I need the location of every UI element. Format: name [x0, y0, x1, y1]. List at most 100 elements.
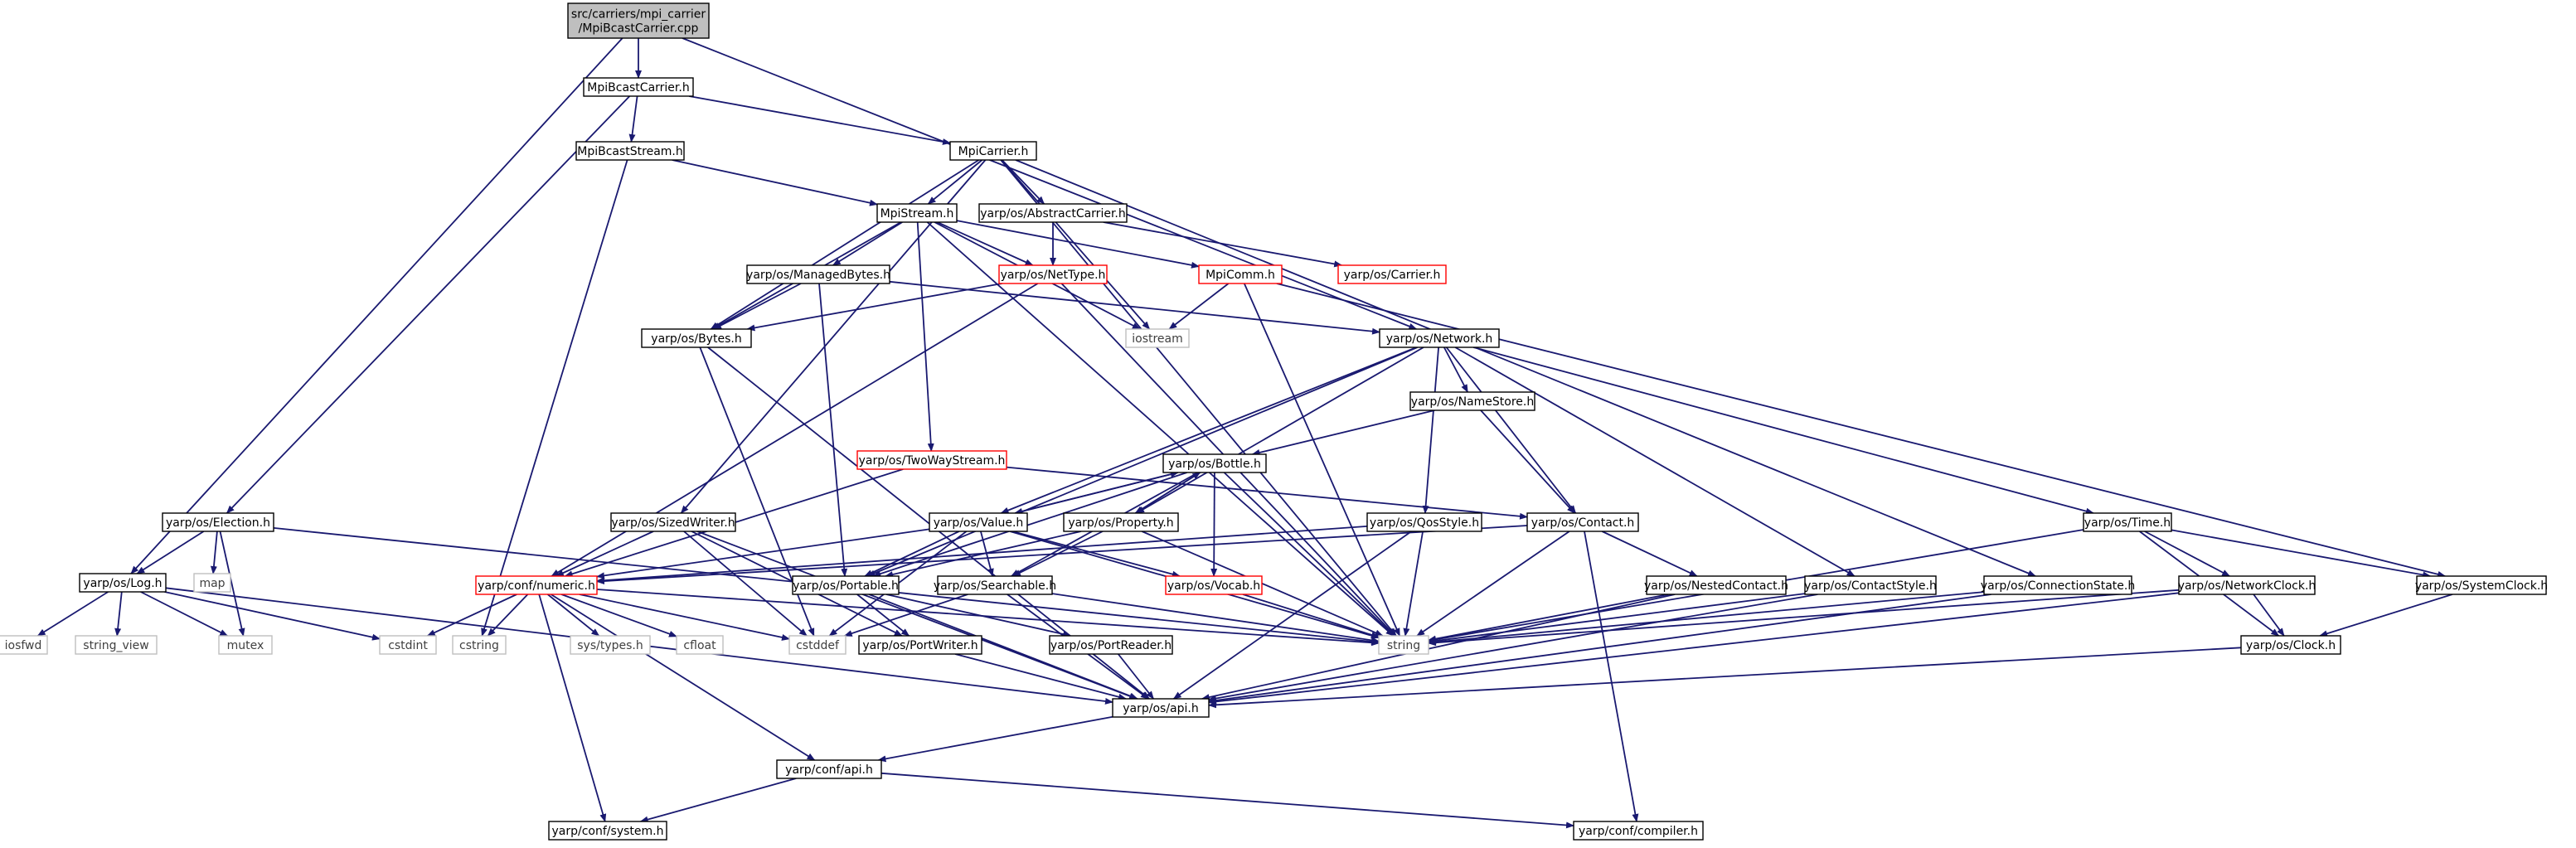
edge-time-to-systemclock — [2171, 529, 2432, 579]
node-vocab[interactable]: yarp/os/Vocab.h — [1165, 575, 1263, 595]
edge-connectionstate-to-string — [1428, 591, 1985, 646]
node-cstdint: cstdint — [379, 635, 437, 655]
node-box-mpibcastcarrier — [583, 77, 694, 97]
edge-numeric-to-string — [596, 589, 1380, 647]
node-abstractcarrier[interactable]: yarp/os/AbstractCarrier.h — [978, 203, 1128, 223]
edge-bottle-to-string — [1223, 472, 1395, 637]
node-portwriter[interactable]: yarp/os/PortWriter.h — [858, 635, 982, 655]
node-box-compiler — [1573, 821, 1704, 841]
edge-vocab-to-string — [1242, 594, 1380, 638]
edge-mpicomm-to-string — [1243, 283, 1401, 637]
node-value[interactable]: yarp/os/Value.h — [929, 512, 1028, 532]
node-box-osapi — [1112, 698, 1210, 718]
node-box-nettype — [998, 264, 1108, 284]
node-log[interactable]: yarp/os/Log.h — [79, 573, 167, 593]
node-label-bottle: yarp/os/Bottle.h — [1168, 458, 1261, 471]
edge-mpibcastcarrier-to-mpibcaststream — [628, 95, 638, 143]
node-iostream: iostream — [1125, 328, 1190, 348]
edge-contactstyle-to-osapi — [1208, 594, 1818, 702]
node-box-root — [567, 2, 710, 39]
node-contact[interactable]: yarp/os/Contact.h — [1526, 512, 1639, 532]
edge-numeric-to-cfloat — [560, 594, 677, 637]
node-label-vocab: yarp/os/Vocab.h — [1167, 579, 1260, 593]
node-property[interactable]: yarp/os/Property.h — [1063, 512, 1179, 532]
node-box-clock — [2240, 635, 2341, 655]
node-confapi[interactable]: yarp/conf/api.h — [776, 759, 882, 779]
node-mpibcastcarrier[interactable]: MpiBcastCarrier.h — [583, 77, 694, 97]
node-box-mpistream — [876, 203, 958, 223]
edge-log-to-cstdint — [164, 591, 381, 641]
node-box-cfloat — [676, 635, 724, 655]
edge-networkclock-to-osapi — [1208, 592, 2180, 705]
edge-network-to-portable — [866, 346, 1418, 577]
node-mpistream[interactable]: MpiStream.h — [876, 203, 958, 223]
node-box-contact — [1526, 512, 1639, 532]
node-label-sizedwriter: yarp/os/SizedWriter.h — [611, 516, 735, 530]
edge-mpistream-to-twowaystream — [916, 221, 934, 452]
edge-mpibcaststream-to-mpistream — [672, 159, 878, 206]
node-bytes[interactable]: yarp/os/Bytes.h — [641, 328, 752, 348]
node-system[interactable]: yarp/conf/system.h — [548, 821, 667, 841]
edge-numeric-to-confapi — [551, 594, 816, 761]
node-root[interactable]: src/carriers/mpi_carrier/MpiBcastCarrier… — [567, 2, 710, 39]
node-box-portable — [792, 575, 900, 595]
node-cstddef: cstddef — [788, 635, 847, 655]
edge-value-to-bottle — [1014, 471, 1179, 514]
edge-managedbytes-to-network — [889, 280, 1380, 335]
node-portreader[interactable]: yarp/os/PortReader.h — [1049, 635, 1173, 655]
node-label-mpibcaststream: MpiBcastStream.h — [577, 145, 683, 158]
node-mpicomm[interactable]: MpiComm.h — [1198, 264, 1283, 284]
edge-nestedcontact-to-osapi — [1201, 594, 1676, 700]
node-nettype[interactable]: yarp/os/NetType.h — [998, 264, 1108, 284]
node-twowaystream[interactable]: yarp/os/TwoWayStream.h — [856, 450, 1007, 470]
node-namestore[interactable]: yarp/os/NameStore.h — [1409, 391, 1535, 411]
edge-network-to-value — [1000, 346, 1417, 514]
edge-time-to-networkclock — [2144, 531, 2231, 577]
edge-confapi-to-compiler — [880, 772, 1574, 829]
edge-mpicarrier-to-iostream — [1000, 159, 1151, 330]
node-searchable[interactable]: yarp/os/Searchable.h — [934, 575, 1056, 595]
node-time[interactable]: yarp/os/Time.h — [2083, 512, 2172, 532]
node-bottle[interactable]: yarp/os/Bottle.h — [1162, 453, 1267, 473]
node-osapi[interactable]: yarp/os/api.h — [1112, 698, 1210, 718]
node-portable[interactable]: yarp/os/Portable.h — [792, 575, 900, 595]
node-cfloat: cfloat — [676, 635, 724, 655]
node-networkclock[interactable]: yarp/os/NetworkClock.h — [2178, 575, 2316, 595]
node-numeric[interactable]: yarp/conf/numeric.h — [475, 575, 598, 595]
edge-mpistream-to-managedbytes — [832, 221, 903, 266]
node-managedbytes[interactable]: yarp/os/ManagedBytes.h — [746, 264, 890, 284]
edge-networkclock-to-string — [1428, 589, 2180, 647]
edge-value-to-numeric — [596, 528, 930, 579]
node-contactstyle[interactable]: yarp/os/ContactStyle.h — [1804, 575, 1937, 595]
edge-sizedwriter-to-cstddef — [683, 531, 808, 637]
edge-confapi-to-system — [639, 778, 797, 823]
node-systemclock[interactable]: yarp/os/SystemClock.h — [2415, 575, 2548, 595]
edge-contact-to-compiler — [1584, 531, 1639, 822]
edge-namestore-to-bottle — [1251, 409, 1435, 456]
node-label-nestedcontact: yarp/os/NestedContact.h — [1644, 579, 1788, 593]
node-mpicarrier[interactable]: MpiCarrier.h — [949, 141, 1037, 161]
node-label-managedbytes: yarp/os/ManagedBytes.h — [746, 269, 890, 282]
node-box-iostream — [1125, 328, 1190, 348]
node-compiler[interactable]: yarp/conf/compiler.h — [1573, 821, 1704, 841]
node-nestedcontact[interactable]: yarp/os/NestedContact.h — [1644, 575, 1788, 595]
node-connectionstate[interactable]: yarp/os/ConnectionState.h — [1981, 575, 2135, 595]
node-election[interactable]: yarp/os/Election.h — [162, 512, 274, 532]
node-label-searchable: yarp/os/Searchable.h — [934, 579, 1056, 593]
node-sizedwriter[interactable]: yarp/os/SizedWriter.h — [610, 512, 736, 532]
edge-numeric-to-cstring — [487, 594, 529, 637]
node-mpibcaststream[interactable]: MpiBcastStream.h — [575, 141, 685, 161]
node-clock[interactable]: yarp/os/Clock.h — [2240, 635, 2341, 655]
edge-mpicarrier-to-mpistream — [927, 159, 983, 205]
edge-network-to-property — [1136, 346, 1424, 514]
edges-layer — [36, 37, 2453, 829]
edge-nestedcontact-to-string — [1428, 594, 1669, 642]
edge-mpicomm-to-iostream — [1168, 283, 1230, 330]
node-box-connectionstate — [1983, 575, 2132, 595]
node-carrier[interactable]: yarp/os/Carrier.h — [1337, 264, 1447, 284]
edge-election-to-map — [210, 531, 218, 574]
node-label-string-view: string_view — [83, 639, 148, 652]
edge-contact-to-numeric — [596, 525, 1528, 585]
node-qosstyle[interactable]: yarp/os/QosStyle.h — [1366, 512, 1482, 532]
node-network[interactable]: yarp/os/Network.h — [1379, 328, 1500, 348]
